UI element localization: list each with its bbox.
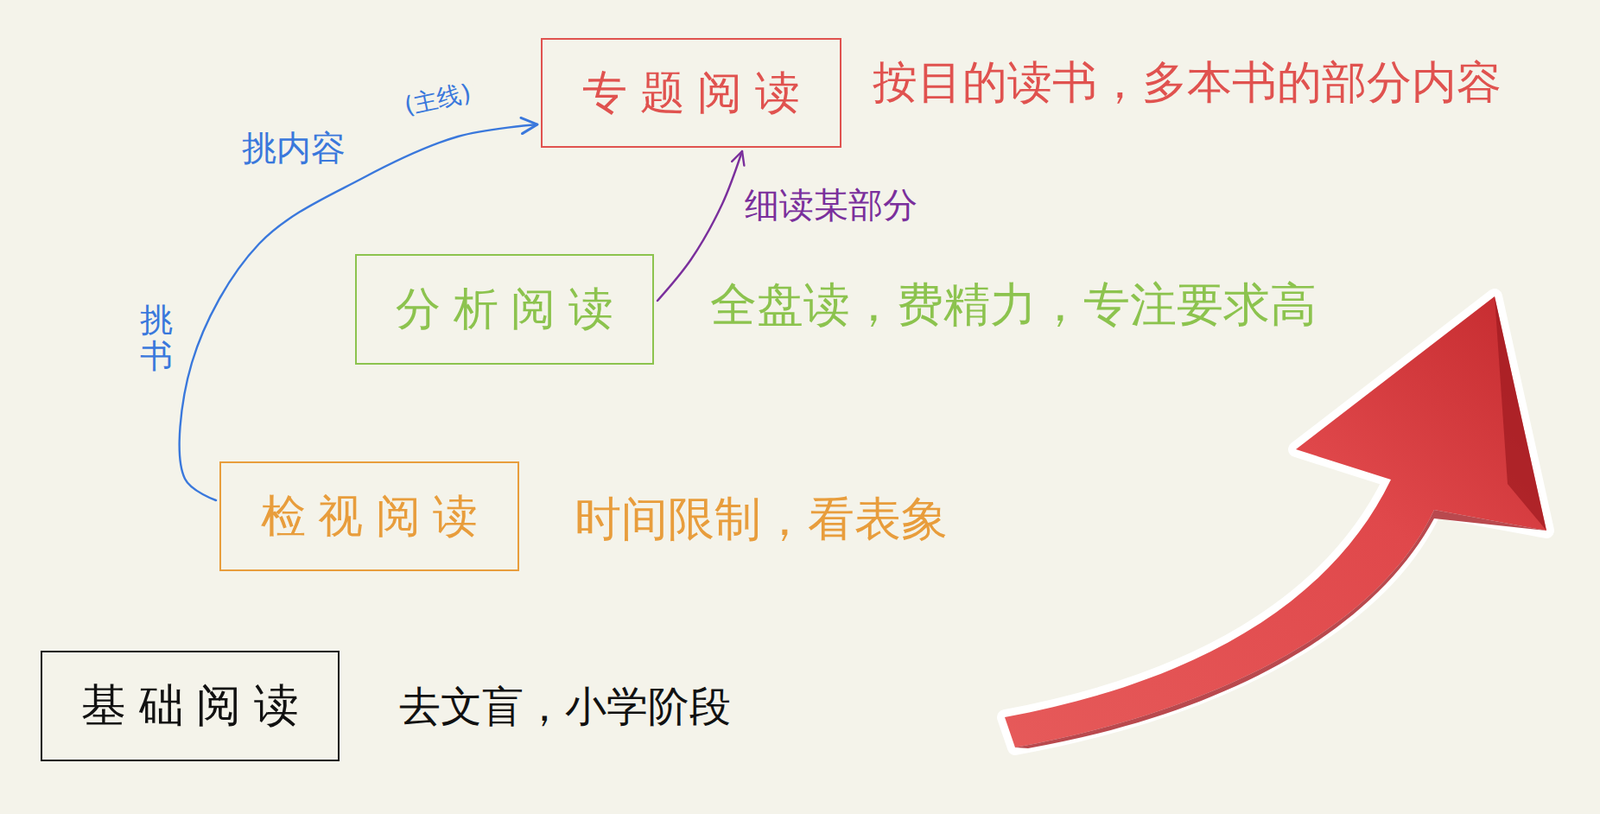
level-description: 去文盲，小学阶段: [399, 682, 731, 731]
level-title: 专题阅读: [582, 68, 813, 118]
arrow-halo: [1004, 296, 1547, 748]
level-title: 基础阅读: [81, 680, 312, 731]
reading-level-box: 分析阅读: [355, 253, 654, 365]
arrow-head-shade: [1494, 296, 1547, 531]
arrow-shape: [1004, 296, 1547, 748]
level-description: 时间限制，看表象: [574, 492, 948, 547]
level-description: 按目的读书，多本书的部分内容: [872, 57, 1502, 109]
reading-level-box: 基础阅读: [40, 650, 340, 762]
level-title: 检视阅读: [260, 491, 491, 541]
edge-label: 细读某部分: [741, 184, 921, 225]
arrow-shade: [1015, 509, 1547, 749]
level-description: 全盘读，费精力，专注要求高: [710, 278, 1317, 332]
reading-level-box: 专题阅读: [540, 38, 842, 148]
edge-label: 挑内容: [238, 127, 350, 168]
annotation: 挑书: [136, 302, 177, 375]
reading-level-box: 检视阅读: [219, 461, 520, 572]
annotation: (主线): [398, 78, 477, 121]
level-title: 分析阅读: [395, 284, 626, 334]
